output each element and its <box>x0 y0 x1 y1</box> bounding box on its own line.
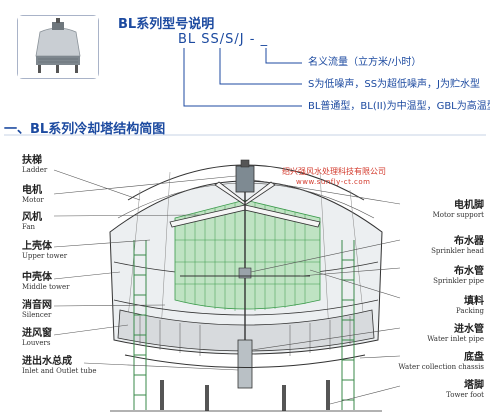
company-website: www.sunfly-ct.com <box>296 178 371 186</box>
desc-noise-type: S为低噪声，SS为超低噪声，J为贮水型 <box>308 79 480 90</box>
label-motor-support: 电机脚 Motor support <box>432 200 484 219</box>
label-inlet-outlet: 进出水总成 Inlet and Outlet tube <box>22 356 97 375</box>
label-ladder: 扶梯 Ladder <box>22 155 48 174</box>
label-motor: 电机 Motor <box>22 185 44 204</box>
tower-body <box>109 159 383 412</box>
label-upper-tower: 上壳体 Upper tower <box>22 241 68 260</box>
right-leaders <box>250 179 401 405</box>
desc-temp-type: BL普通型，BL(II)为中温型，GBL为高温型 <box>308 101 490 112</box>
model-title: BL系列型号说明 <box>118 17 215 32</box>
product-photo <box>17 15 99 79</box>
left-leaders <box>53 169 239 371</box>
label-louvers: 进风窗 Louvers <box>22 328 52 347</box>
label-middle-tower: 中壳体 Middle tower <box>22 272 70 291</box>
label-water-inlet-pipe: 进水管 Water inlet pipe <box>427 324 484 343</box>
label-sprinkler-head: 布水器 Sprinkler head <box>431 236 484 255</box>
cooling-tower-photo <box>18 16 98 78</box>
motor-shape <box>235 165 255 193</box>
desc-capacity: 名义流量（立方米/小时） <box>308 57 422 68</box>
model-code-leaders <box>183 48 302 107</box>
label-fan: 风机 Fan <box>22 212 42 231</box>
label-silencer: 消音网 Silencer <box>22 300 52 319</box>
label-packing: 填料 Packing <box>456 296 484 315</box>
label-sprinkler-pipe: 布水管 Sprinkler pipe <box>433 266 484 285</box>
section-title: 一、BL系列冷却塔结构简图 <box>4 122 166 137</box>
label-chassis: 底盘 Water collection chassis <box>398 352 484 371</box>
model-code: BL SS/S/J - _ <box>178 32 269 47</box>
label-tower-foot: 塔脚 Tower foot <box>446 380 484 399</box>
company-name: 绍兴强风水处理科技有限公司 <box>282 167 386 176</box>
